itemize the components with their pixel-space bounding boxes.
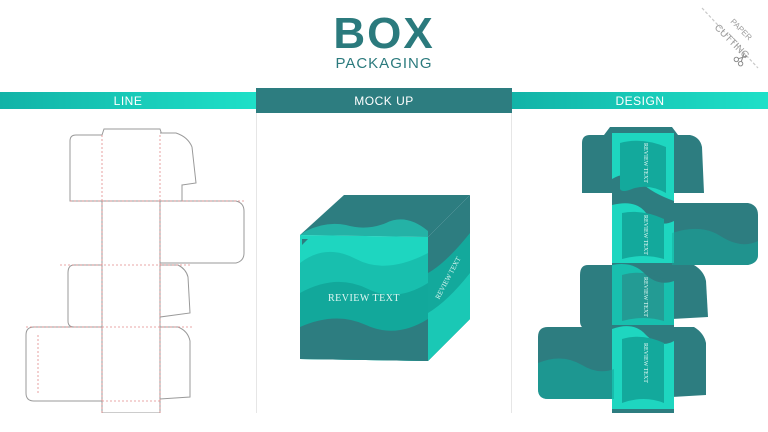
dieline-template [25, 128, 246, 413]
design-dieline: REVIEW TEXT REVIEW TEXT REVIEW TEXT REVI… [538, 127, 758, 413]
section-label-line: LINE [113, 94, 143, 108]
section-label-design: DESIGN [615, 94, 665, 108]
section-label-mockup: MOCK UP [354, 94, 414, 108]
paper-cutting-badge: PAPER CUTTING [701, 7, 759, 69]
section-band-mockup [256, 88, 512, 113]
column-divider-left [256, 113, 257, 413]
section-band-design [512, 92, 768, 109]
design-panel-text-3: REVIEW TEXT [642, 277, 648, 317]
page-title: BOX [333, 9, 435, 58]
section-band-line [0, 92, 256, 109]
column-divider-right [511, 113, 512, 413]
design-panel-text-2: REVIEW TEXT [642, 215, 648, 255]
box-front-text: REVIEW TEXT [328, 293, 400, 304]
scissors-icon [733, 52, 748, 67]
design-panel-text-1: REVIEW TEXT [642, 143, 648, 183]
page-subtitle: PACKAGING [335, 55, 433, 72]
box-mockup: REVIEW TEXT REVIEW TEXT [300, 195, 470, 361]
design-panel-text-4: REVIEW TEXT [642, 343, 648, 383]
